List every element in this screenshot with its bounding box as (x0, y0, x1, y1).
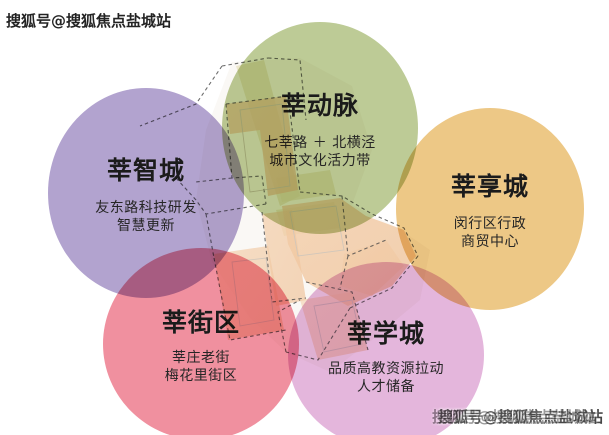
watermark-bottom-right: 搜狐号@搜狐焦点盐城站 搜狐号@搜狐焦点盐城站 (432, 406, 603, 427)
watermark-bottom-right-ghost: 搜狐号@搜狐焦点盐城站 (431, 408, 597, 426)
bubble-xue-cheng[interactable]: 莘学城 品质高教资源拉动 人才储备 (288, 262, 484, 435)
subtitle-line: 城市文化活力带 (269, 153, 371, 169)
bubble-jie-qu-title: 莘街区 (161, 307, 240, 337)
subtitle-line: 人才储备 (357, 379, 415, 395)
bubble-jie-qu-subtitle: 莘庄老街 梅花里街区 (165, 349, 238, 386)
bubble-dong-mai-subtitle: 七莘路 ＋ 北横泾 城市文化活力带 (264, 134, 375, 171)
subtitle-line: 品质高教资源拉动 (328, 360, 444, 377)
watermark-top-left: 搜狐号@搜狐焦点盐城站 (6, 12, 172, 30)
subtitle-line: 莘庄老街 (172, 349, 230, 366)
subtitle-line: 智慧更新 (117, 218, 175, 234)
bubble-dong-mai-title: 莘动脉 (280, 90, 359, 120)
bubble-xiang-cheng-subtitle: 闵行区行政 商贸中心 (454, 215, 527, 252)
subtitle-line: 友东路科技研发 (95, 199, 197, 216)
subtitle-line: 梅花里街区 (164, 368, 238, 384)
subtitle-line: 商贸中心 (461, 234, 519, 250)
bubble-xiang-cheng-title: 莘享城 (450, 171, 529, 201)
watermark-bottom-right-text: 搜狐号@搜狐焦点盐城站 (437, 408, 603, 426)
bubble-zhi-cheng-subtitle: 友东路科技研发 智慧更新 (95, 199, 197, 236)
bubble-xue-cheng-subtitle: 品质高教资源拉动 人才储备 (328, 360, 444, 397)
bubble-dong-mai[interactable]: 莘动脉 七莘路 ＋ 北横泾 城市文化活力带 (222, 22, 418, 234)
bubble-jie-qu[interactable]: 莘街区 莘庄老街 梅花里街区 (103, 248, 299, 435)
subtitle-line: 七莘路 ＋ 北横泾 (264, 134, 376, 151)
bubble-xue-cheng-title: 莘学城 (346, 318, 425, 348)
bubble-zhi-cheng-title: 莘智城 (106, 155, 185, 185)
subtitle-line: 闵行区行政 (453, 215, 527, 232)
